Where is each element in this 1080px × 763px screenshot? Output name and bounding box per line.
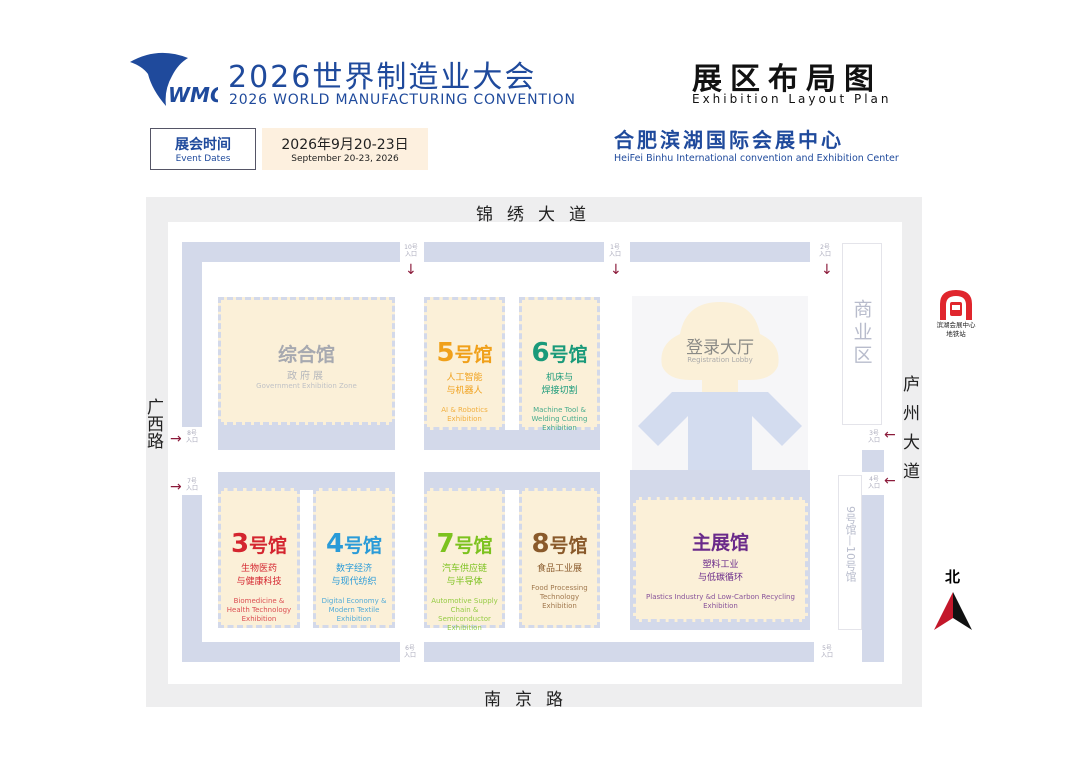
hall-number: 7 bbox=[436, 529, 455, 559]
hall-desc-zh: 数字经济 与现代纺织 bbox=[331, 564, 377, 587]
arrow-right-icon: → bbox=[170, 479, 182, 495]
hall-desc-en: AI & Robotics Exhibition bbox=[441, 406, 488, 423]
gate-2: 2号 入口 bbox=[818, 244, 831, 258]
hall-desc-en: Digital Economy & Modern Textile Exhibit… bbox=[321, 597, 387, 623]
hall-name-text: 号馆 bbox=[344, 535, 383, 557]
gate-8: 8号 入口 bbox=[185, 430, 198, 444]
arrow-right-icon: → bbox=[170, 431, 182, 447]
commercial-label: 商业区 bbox=[850, 299, 873, 368]
hall-desc-zh: 机床与 焊接切割 bbox=[541, 373, 578, 396]
hall-desc-zh: 生物医药 与健康科技 bbox=[236, 564, 282, 587]
metro-label: 滨湖会展中心 地铁站 bbox=[936, 321, 976, 338]
commercial-zone: 商业区 bbox=[842, 243, 882, 425]
arrow-left-icon: ← bbox=[884, 427, 896, 443]
hall-number: 5 bbox=[436, 338, 455, 368]
registration-subtitle: Registration Lobby bbox=[687, 356, 753, 364]
hall-9-10-label: 9号馆—10号馆 bbox=[844, 506, 857, 582]
hall-number: 8 bbox=[531, 529, 550, 559]
hall-desc-zh: 食品工业展 bbox=[536, 564, 582, 574]
hall-number: 3 bbox=[230, 529, 250, 559]
arrow-down-icon: ↓ bbox=[821, 262, 833, 278]
title-en: 2026 WORLD MANUFACTURING CONVENTION bbox=[229, 92, 576, 108]
dates-label-en: Event Dates bbox=[175, 154, 231, 164]
plan-title-en: Exhibition Layout Plan bbox=[692, 92, 892, 106]
hall-h6[interactable]: 6号馆机床与 焊接切割 Machine Tool & Welding Cuttin… bbox=[519, 297, 600, 432]
hall-h7[interactable]: 7号馆汽车供应链 与半导体 Automotive Supply Chain & S… bbox=[424, 488, 505, 632]
hall-desc-en: Automotive Supply Chain & Semiconductor … bbox=[431, 597, 498, 632]
gate-6: 6号 入口 bbox=[403, 645, 416, 659]
hall-name: 主展馆 bbox=[636, 528, 805, 555]
venue-en: HeiFei Binhu International convention an… bbox=[614, 153, 899, 164]
arrow-down-icon: ↓ bbox=[405, 262, 417, 278]
hall-name: 6号馆 bbox=[522, 338, 597, 368]
hall-h3[interactable]: 3号馆生物医药 与健康科技 Biomedicine & Health Techno… bbox=[218, 488, 300, 628]
hall-name-text: 号馆 bbox=[454, 535, 493, 557]
north-label: 北 bbox=[945, 568, 961, 586]
hall-name: 5号馆 bbox=[427, 338, 502, 368]
hall-main[interactable]: 主展馆塑料工业 与低碳循环 Plastics Industry &d Low-Ca… bbox=[633, 497, 808, 622]
hall-number: 4 bbox=[325, 529, 345, 559]
hall-desc-zh: 汽车供应链 与半导体 bbox=[441, 564, 487, 587]
hall-desc-zh: 政府展 bbox=[287, 371, 326, 382]
hall-desc-en: Food Processing Technology Exhibition bbox=[531, 584, 588, 610]
hall-number: 6 bbox=[531, 338, 550, 368]
hall-name: 7号馆 bbox=[427, 529, 502, 559]
hall-h4[interactable]: 4号馆数字经济 与现代纺织 Digital Economy & Modern Te… bbox=[313, 488, 395, 628]
dates-en: September 20-23, 2026 bbox=[291, 154, 399, 164]
hall-name-text: 号馆 bbox=[249, 535, 288, 557]
hall-desc-en: Government Exhibition Zone bbox=[256, 382, 357, 390]
road-east: 庐州大道 bbox=[899, 375, 919, 491]
road-west: 广西路 bbox=[143, 398, 163, 449]
title-zh: 2026世界制造业大会 bbox=[228, 60, 537, 95]
north-arrow-icon bbox=[934, 592, 972, 630]
hall-name: 综合馆 bbox=[277, 344, 335, 366]
hall-desc-en: Biomedicine & Health Technology Exhibiti… bbox=[226, 597, 292, 623]
event-dates: 2026年9月20-23日 September 20-23, 2026 bbox=[262, 128, 428, 170]
registration-title: 登录大厅 bbox=[686, 338, 754, 358]
arrow-down-icon: ↓ bbox=[610, 262, 622, 278]
hall-9-10[interactable]: 9号馆—10号馆 bbox=[838, 475, 862, 630]
svg-text:WMC: WMC bbox=[168, 83, 218, 107]
road-north: 锦绣大道 bbox=[476, 205, 600, 225]
dates-label-zh: 展会时间 bbox=[175, 137, 231, 153]
gate-5: 5号 入口 bbox=[820, 645, 833, 659]
arrow-left-icon: ← bbox=[884, 473, 896, 489]
hall-name-text: 号馆 bbox=[454, 344, 493, 366]
dates-zh: 2026年9月20-23日 bbox=[281, 137, 409, 153]
event-dates-label: 展会时间 Event Dates bbox=[150, 128, 256, 170]
hall-name-text: 号馆 bbox=[549, 535, 588, 557]
plan-title-zh: 展区布局图 bbox=[692, 62, 882, 97]
wmc-logo: WMC bbox=[130, 52, 218, 107]
road-south: 南京路 bbox=[484, 690, 577, 710]
gate-1: 1号 入口 bbox=[608, 244, 621, 258]
hall-desc-zh: 塑料工业 与低碳循环 bbox=[697, 560, 743, 583]
gate-4: 4号 入口 bbox=[867, 476, 880, 490]
hall-name-text: 号馆 bbox=[549, 344, 588, 366]
hall-name-text: 主展馆 bbox=[691, 532, 749, 554]
hall-h8[interactable]: 8号馆食品工业展 Food Processing Technology Exhib… bbox=[519, 488, 600, 628]
hall-desc-en: Machine Tool & Welding Cutting Exhibitio… bbox=[531, 406, 588, 432]
gate-3: 3号 入口 bbox=[867, 430, 880, 444]
hall-name: 8号馆 bbox=[522, 529, 597, 559]
hall-desc-en: Plastics Industry &d Low-Carbon Recyclin… bbox=[646, 593, 795, 610]
gate-10: 10号 入口 bbox=[404, 244, 418, 258]
hall-zonghe[interactable]: 综合馆 政府展 Government Exhibition Zone bbox=[218, 297, 395, 425]
hall-name: 3号馆 bbox=[221, 529, 297, 559]
metro-icon bbox=[940, 290, 972, 320]
registration-shape bbox=[638, 302, 802, 470]
hall-desc-zh: 人工智能 与机器人 bbox=[446, 373, 483, 396]
venue-zh: 合肥滨湖国际会展中心 bbox=[614, 128, 844, 152]
hall-h5[interactable]: 5号馆人工智能 与机器人 AI & Robotics Exhibition bbox=[424, 297, 505, 430]
hall-name: 4号馆 bbox=[316, 529, 392, 559]
gate-7: 7号 入口 bbox=[185, 478, 198, 492]
